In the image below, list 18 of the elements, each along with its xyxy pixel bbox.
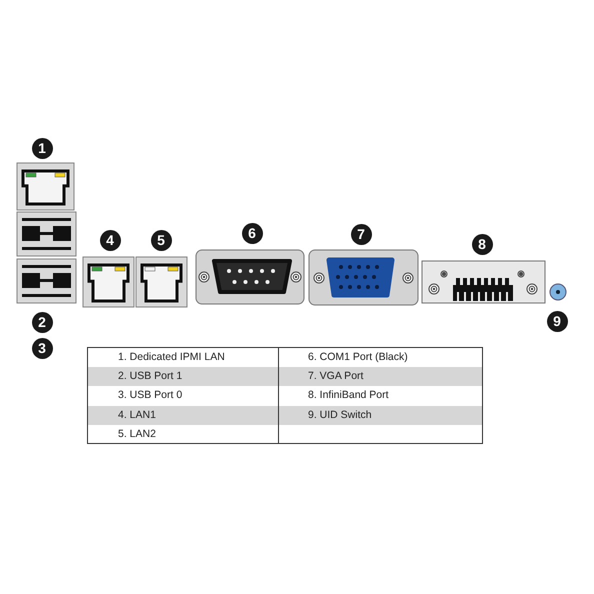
table-text: 2. USB Port 1 [118,369,182,384]
table-text: 3. USB Port 0 [118,388,182,404]
table-text: 4. LAN1 [118,408,156,423]
callout-number: 7 [350,224,372,244]
callout-number: 1 [32,138,52,158]
table-text: 9. UID Switch [308,408,372,423]
callout-number: 4 [100,230,120,250]
callout-number: 2 [32,312,52,332]
callout-number: 5 [150,230,172,250]
callout-number: 8 [472,234,492,254]
table-text: 8. InfiniBand Port [308,388,389,404]
callout-number: 9 [546,310,568,332]
table-text: 6. COM1 Port (Black) [308,350,408,365]
table-text: 1. Dedicated IPMI LAN [118,350,225,365]
callout-number: 3 [32,338,52,358]
table-text: 7. VGA Port [308,369,364,384]
table-text: 5. LAN2 [118,426,156,442]
callout-number: 6 [242,222,262,244]
